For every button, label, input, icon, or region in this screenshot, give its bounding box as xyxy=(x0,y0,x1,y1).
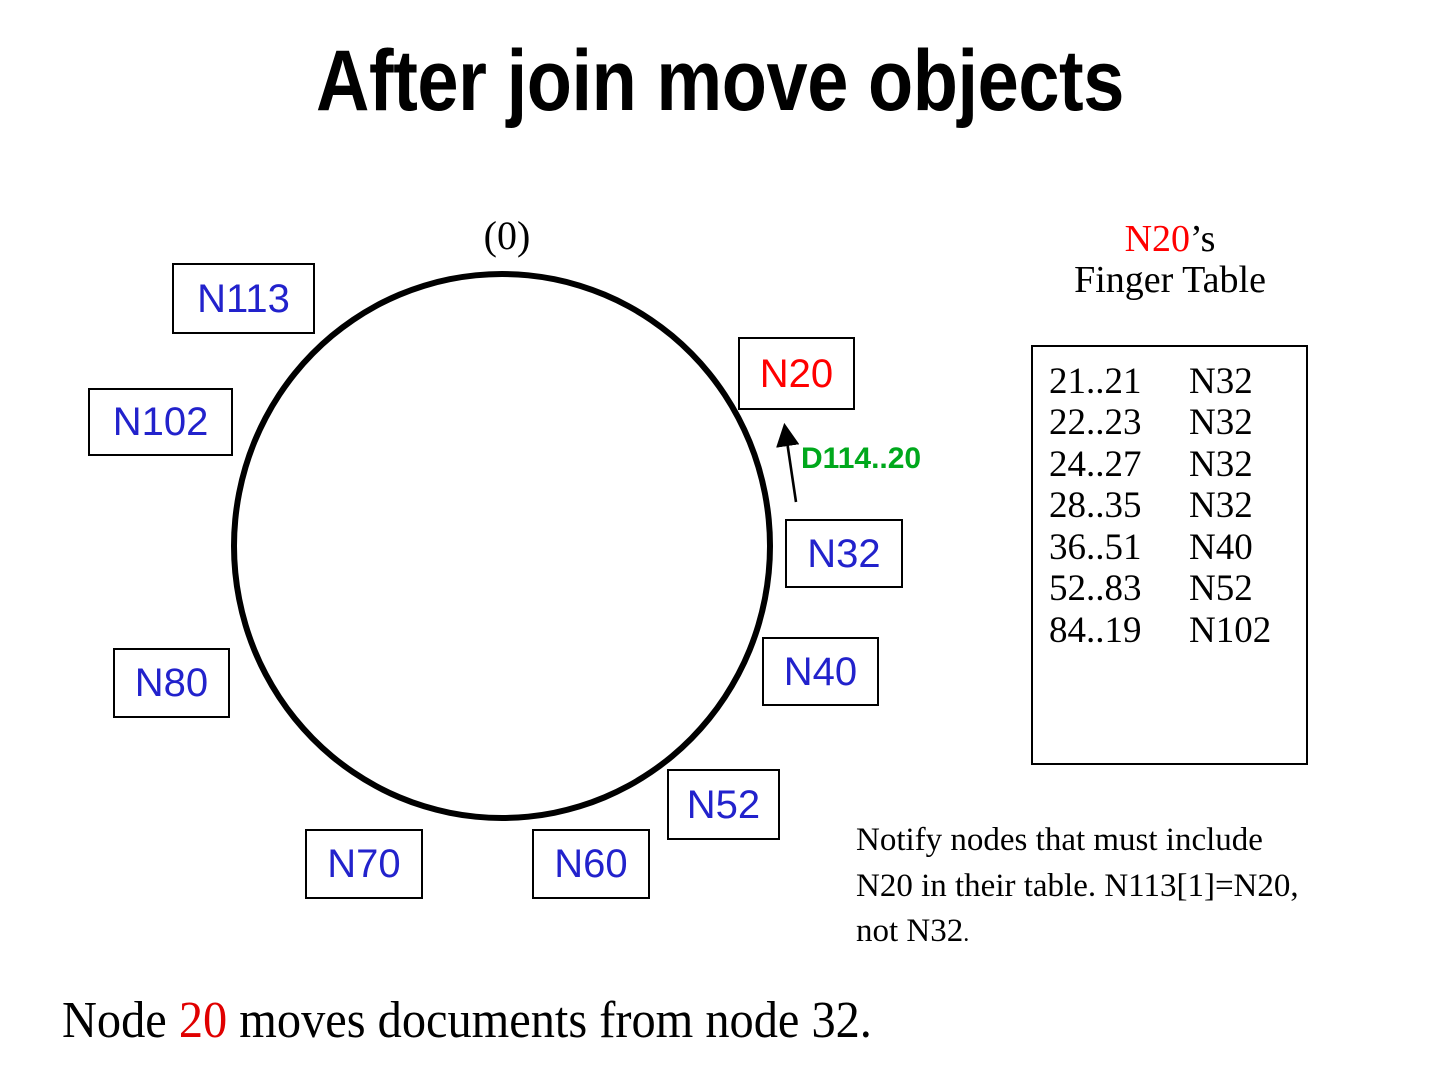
ring-node-n113[interactable]: N113 xyxy=(172,263,315,334)
finger-table-row: 52..83 N52 xyxy=(1049,568,1306,609)
finger-table-target: N32 xyxy=(1189,443,1253,485)
finger-table-range: 52..83 xyxy=(1049,568,1142,610)
finger-table-target: N102 xyxy=(1189,609,1272,651)
caption-after: moves documents from node 32. xyxy=(227,992,872,1049)
finger-table-range: 36..51 xyxy=(1049,526,1142,568)
ring-node-n70[interactable]: N70 xyxy=(305,829,423,899)
finger-table-row: 28..35 N32 xyxy=(1049,485,1306,526)
ring-node-label: N40 xyxy=(783,649,858,694)
document-transfer-label: D114..20 xyxy=(801,442,922,475)
chord-ring xyxy=(231,271,773,821)
ring-node-label: N80 xyxy=(134,661,209,705)
notify-line-3: not N32. xyxy=(856,909,1416,955)
finger-table-target: N32 xyxy=(1189,485,1253,527)
notify-period: . xyxy=(963,921,970,948)
caption-before: Node xyxy=(62,992,179,1049)
finger-table-row: 24..27 N32 xyxy=(1049,444,1306,485)
ring-node-label: N60 xyxy=(554,842,628,886)
ring-node-label: N113 xyxy=(197,276,290,321)
ring-node-n80[interactable]: N80 xyxy=(113,648,230,718)
finger-table-target: N40 xyxy=(1189,526,1253,568)
ring-node-label: N52 xyxy=(686,782,761,827)
ring-node-n20[interactable]: N20 xyxy=(738,337,855,410)
finger-table-row: 21..21 N32 xyxy=(1049,361,1306,402)
finger-table-row: 84..19 N102 xyxy=(1049,610,1306,651)
finger-table-target: N32 xyxy=(1189,402,1253,444)
notify-line-3-text: not N32 xyxy=(856,913,964,950)
ring-node-n40[interactable]: N40 xyxy=(762,637,879,706)
finger-table-range: 84..19 xyxy=(1049,609,1142,651)
finger-table-range: 28..35 xyxy=(1049,485,1142,527)
notify-note: Notify nodes that must include N20 in th… xyxy=(856,818,1416,955)
ring-node-label: N102 xyxy=(112,400,209,444)
finger-table-owner-line: N20’s xyxy=(1000,218,1340,260)
finger-table-heading: N20’s Finger Table xyxy=(1000,218,1340,302)
finger-table-owner: N20 xyxy=(1124,218,1191,260)
ring-circle-outline xyxy=(231,271,773,821)
ring-origin-label: (0) xyxy=(483,213,531,258)
caption-highlight: 20 xyxy=(178,992,228,1049)
finger-table-range: 22..23 xyxy=(1049,402,1142,444)
ring-node-n32[interactable]: N32 xyxy=(785,519,903,588)
ring-node-label: N32 xyxy=(807,531,881,576)
finger-table-range: 24..27 xyxy=(1049,443,1142,485)
ring-node-label: N20 xyxy=(759,351,834,396)
finger-table-title: Finger Table xyxy=(1074,259,1266,302)
page-title: After join move objects xyxy=(316,33,1124,129)
notify-line-1: Notify nodes that must include xyxy=(856,822,1263,858)
ring-node-n102[interactable]: N102 xyxy=(88,388,233,456)
finger-table-target: N52 xyxy=(1189,568,1253,610)
finger-table-owner-possessive: ’s xyxy=(1190,218,1216,260)
ring-node-n52[interactable]: N52 xyxy=(667,769,780,840)
ring-node-n60[interactable]: N60 xyxy=(532,829,650,899)
finger-table-row: 36..51 N40 xyxy=(1049,527,1306,568)
slide-caption: Node 20 moves documents from node 32. xyxy=(62,995,872,1047)
document-transfer-arrow-icon xyxy=(776,422,800,503)
finger-table-range: 21..21 xyxy=(1049,361,1142,402)
finger-table-target: N32 xyxy=(1189,361,1253,402)
ring-node-label: N70 xyxy=(327,842,401,886)
notify-line-2: N20 in their table. N113[1]=N20, xyxy=(856,867,1299,904)
finger-table-row: 22..23 N32 xyxy=(1049,402,1306,443)
